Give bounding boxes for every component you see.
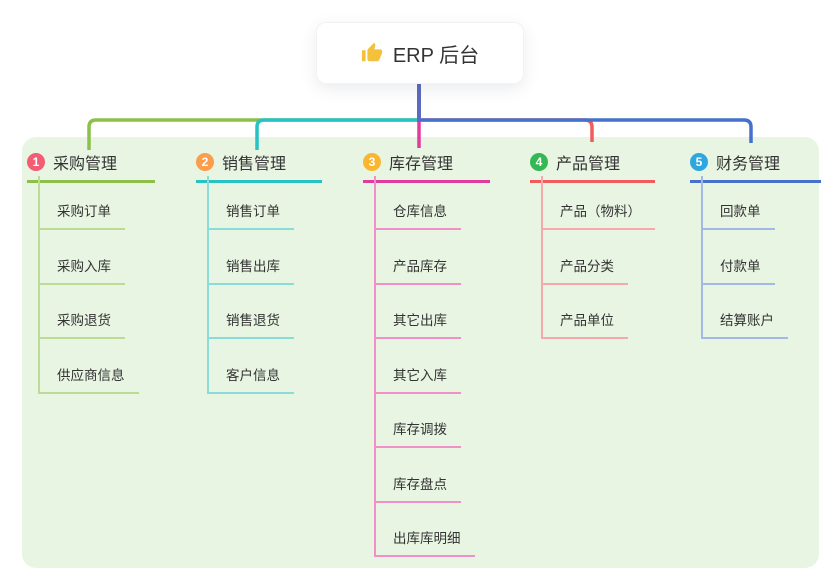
child-node[interactable]: 销售退货 bbox=[209, 285, 294, 339]
branch-1-header[interactable]: 1 采购管理 bbox=[27, 150, 155, 183]
child-node[interactable]: 产品单位 bbox=[543, 285, 628, 339]
branch-4-number-badge: 4 bbox=[530, 153, 548, 171]
child-node[interactable]: 出库库明细 bbox=[376, 503, 475, 557]
branch-5-number-badge: 5 bbox=[690, 153, 708, 171]
root-title: ERP 后台 bbox=[392, 44, 480, 67]
branch-2-children: 销售订单销售出库销售退货客户信息 bbox=[207, 175, 294, 394]
branches-panel bbox=[22, 137, 819, 568]
child-node[interactable]: 结算账户 bbox=[703, 285, 788, 339]
child-node[interactable]: 库存调拨 bbox=[376, 394, 461, 448]
root-node[interactable]: ERP 后台 bbox=[316, 22, 524, 84]
child-node[interactable]: 库存盘点 bbox=[376, 448, 461, 503]
thumbs-up-icon bbox=[361, 42, 383, 64]
child-node[interactable]: 销售订单 bbox=[209, 176, 294, 230]
branch-5-header[interactable]: 5 财务管理 bbox=[690, 150, 821, 183]
branch-1-label: 采购管理 bbox=[53, 156, 118, 173]
child-node[interactable]: 采购订单 bbox=[40, 176, 125, 230]
child-node[interactable]: 采购入库 bbox=[40, 230, 125, 285]
child-node[interactable]: 采购退货 bbox=[40, 285, 125, 339]
child-node[interactable]: 客户信息 bbox=[209, 339, 294, 394]
child-node[interactable]: 供应商信息 bbox=[40, 339, 139, 394]
branch-4-header[interactable]: 4 产品管理 bbox=[530, 150, 655, 183]
child-node[interactable]: 其它出库 bbox=[376, 285, 461, 339]
branch-1-children: 采购订单采购入库采购退货供应商信息 bbox=[38, 175, 139, 394]
branch-3-label: 库存管理 bbox=[389, 156, 454, 173]
branch-5-children: 回款单付款单结算账户 bbox=[701, 175, 788, 339]
child-node[interactable]: 回款单 bbox=[703, 176, 775, 230]
branch-2-label: 销售管理 bbox=[222, 156, 287, 173]
branch-1-number-badge: 1 bbox=[27, 153, 45, 171]
branch-3-number-badge: 3 bbox=[363, 153, 381, 171]
branch-2-header[interactable]: 2 销售管理 bbox=[196, 150, 322, 183]
branch-3-header[interactable]: 3 库存管理 bbox=[363, 150, 490, 183]
branch-4-label: 产品管理 bbox=[556, 156, 621, 173]
child-node[interactable]: 仓库信息 bbox=[376, 176, 461, 230]
child-node[interactable]: 产品（物料） bbox=[543, 176, 655, 230]
child-node[interactable]: 产品分类 bbox=[543, 230, 628, 285]
child-node[interactable]: 销售出库 bbox=[209, 230, 294, 285]
child-node[interactable]: 产品库存 bbox=[376, 230, 461, 285]
child-node[interactable]: 付款单 bbox=[703, 230, 775, 285]
branch-2-number-badge: 2 bbox=[196, 153, 214, 171]
branch-5-label: 财务管理 bbox=[716, 156, 781, 173]
branch-4-children: 产品（物料）产品分类产品单位 bbox=[541, 175, 655, 339]
child-node[interactable]: 其它入库 bbox=[376, 339, 461, 394]
branch-3-children: 仓库信息产品库存其它出库其它入库库存调拨库存盘点出库库明细 bbox=[374, 175, 475, 557]
